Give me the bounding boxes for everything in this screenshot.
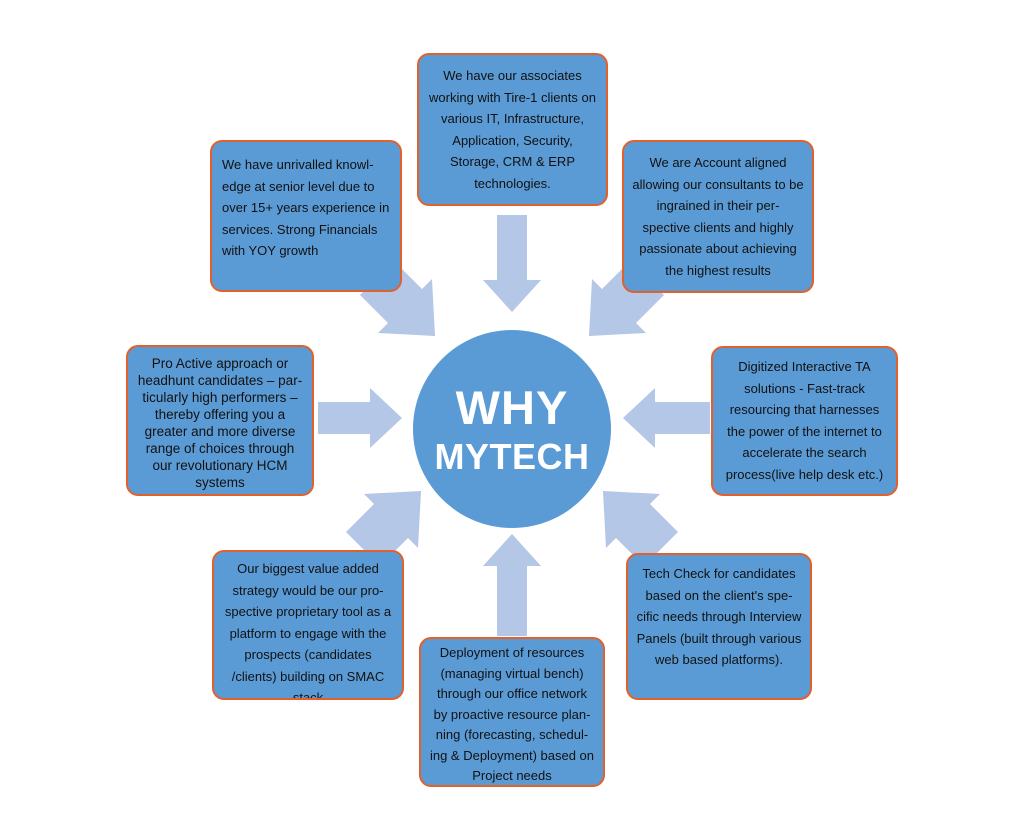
arrow-left bbox=[318, 388, 402, 448]
box-bottom-deployment: Deployment of resources (managing virtua… bbox=[419, 637, 605, 787]
center-title-line1: WHY bbox=[455, 381, 569, 434]
why-mytech-circle: WHY MYTECH bbox=[413, 330, 611, 528]
box-top-right-account: We are Account aligned allowing our cons… bbox=[622, 140, 814, 293]
arrow-top bbox=[483, 215, 541, 312]
center-title-line2: MYTECH bbox=[434, 436, 590, 477]
box-right-digitized: Digitized Interactive TA solutions - Fas… bbox=[711, 346, 898, 496]
box-top-left-knowledge: We have unrivalled knowl- edge at senior… bbox=[210, 140, 402, 292]
arrow-right bbox=[623, 388, 710, 448]
box-bottom-left-strategy: Our biggest value added strategy would b… bbox=[212, 550, 404, 700]
box-bottom-right-techcheck: Tech Check for candidates based on the c… bbox=[626, 553, 812, 700]
arrow-bottom-right bbox=[603, 491, 678, 566]
arrow-bottom-left bbox=[346, 491, 421, 566]
box-top-associates: We have our associates working with Tire… bbox=[417, 53, 608, 206]
arrow-bottom bbox=[483, 534, 541, 636]
box-left-proactive: Pro Active approach or headhunt candidat… bbox=[126, 345, 314, 496]
